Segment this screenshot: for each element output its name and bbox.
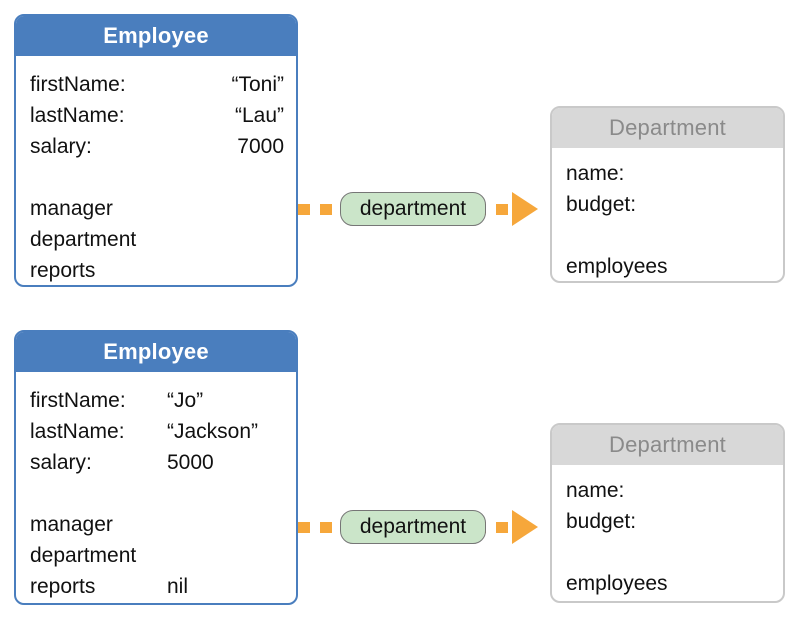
attr-value: “Jo”: [167, 389, 204, 412]
attr-row: salary: 7000: [30, 131, 284, 162]
arrowhead-icon: [512, 510, 538, 544]
attr-row: salary: 5000: [30, 447, 284, 478]
relation-row: employees: [566, 568, 771, 599]
relationship-arrow-bottom: department: [298, 510, 538, 544]
relation-value: nil: [167, 575, 189, 598]
relation-label: reports: [30, 259, 96, 282]
attr-row: name:: [566, 475, 771, 506]
department-title-bottom: Department: [552, 425, 783, 465]
relation-row: department: [30, 224, 284, 255]
department-box-top: Department name: budget: employees: [550, 106, 785, 283]
attr-row: name:: [566, 158, 771, 189]
employee-title-bottom: Employee: [16, 332, 296, 372]
employee-box-bottom: Employee firstName: “Jo” lastName: “Jack…: [14, 330, 298, 605]
attr-value: 7000: [237, 135, 284, 158]
relation-row: reports nil: [30, 571, 284, 602]
attr-label: name:: [566, 162, 625, 185]
employee-title-top: Employee: [16, 16, 296, 56]
employee-body-top: firstName: “Toni” lastName: “Lau” salary…: [16, 56, 296, 285]
attr-label: budget:: [566, 510, 637, 533]
attr-row: firstName: “Toni”: [30, 69, 284, 100]
employee-body-bottom: firstName: “Jo” lastName: “Jackson” sala…: [16, 372, 296, 602]
attr-label: lastName:: [30, 104, 125, 127]
department-box-bottom: Department name: budget: employees: [550, 423, 785, 603]
attr-value: 5000: [167, 451, 214, 474]
relation-label: reports: [30, 575, 96, 598]
relation-label: manager: [30, 513, 113, 536]
relationship-pill-top: department: [340, 192, 486, 226]
employee-box-top: Employee firstName: “Toni” lastName: “La…: [14, 14, 298, 287]
attr-value: “Jackson”: [167, 420, 259, 443]
attr-row: lastName: “Lau”: [30, 100, 284, 131]
relation-label: manager: [30, 197, 113, 220]
attr-value: “Lau”: [234, 104, 284, 127]
relation-label: employees: [566, 255, 668, 278]
attr-label: firstName:: [30, 73, 126, 96]
relation-row: manager: [30, 193, 284, 224]
attr-row: lastName: “Jackson”: [30, 416, 284, 447]
attr-row: firstName: “Jo”: [30, 385, 284, 416]
relationship-arrow-top: department: [298, 192, 538, 226]
attr-label: lastName:: [30, 420, 125, 443]
department-body-top: name: budget: employees: [552, 148, 783, 281]
relation-row: department: [30, 540, 284, 571]
relation-row: employees: [566, 251, 771, 281]
department-body-bottom: name: budget: employees: [552, 465, 783, 599]
attr-label: firstName:: [30, 389, 126, 412]
department-title-top: Department: [552, 108, 783, 148]
relationship-pill-bottom: department: [340, 510, 486, 544]
attr-label: salary:: [30, 135, 92, 158]
attr-row: budget:: [566, 506, 771, 537]
relation-label: employees: [566, 572, 668, 595]
relation-label: department: [30, 544, 137, 567]
relation-row: reports: [30, 255, 284, 285]
attr-label: budget:: [566, 193, 637, 216]
attr-label: salary:: [30, 451, 92, 474]
relation-row: manager: [30, 509, 284, 540]
attr-row: budget:: [566, 189, 771, 220]
attr-label: name:: [566, 479, 625, 502]
arrowhead-icon: [512, 192, 538, 226]
attr-value: “Toni”: [231, 73, 284, 96]
relation-label: department: [30, 228, 137, 251]
